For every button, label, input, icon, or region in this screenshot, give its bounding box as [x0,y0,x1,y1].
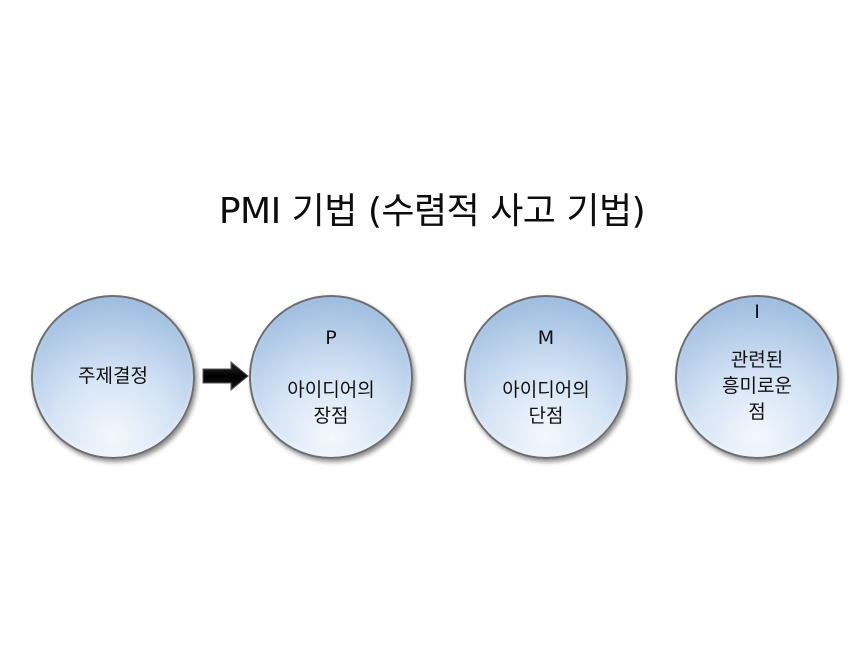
minus-circle: M 아이디어의 단점 [464,295,628,459]
minus-line-2: 단점 [528,405,564,427]
topic-label: 주제결정 [78,365,148,387]
minus-line-1: 아이디어의 [502,379,590,401]
minus-letter: M [537,327,555,349]
plus-circle: P 아이디어의 장점 [249,295,413,459]
topic-circle: 주제결정 [31,295,195,459]
interesting-letter: I [754,301,760,323]
diagram-title: PMI 기법 (수렴적 사고 기법) [218,191,646,232]
interesting-line-3: 점 [748,401,766,423]
interesting-line-1: 관련된 [730,349,784,371]
plus-line-2: 장점 [313,405,349,427]
right-arrow-icon [202,361,249,391]
interesting-circle: I 관련된 흥미로운 점 [675,295,839,459]
interesting-line-2: 흥미로운 [722,375,792,397]
plus-letter: P [325,327,337,349]
plus-line-1: 아이디어의 [287,379,375,401]
